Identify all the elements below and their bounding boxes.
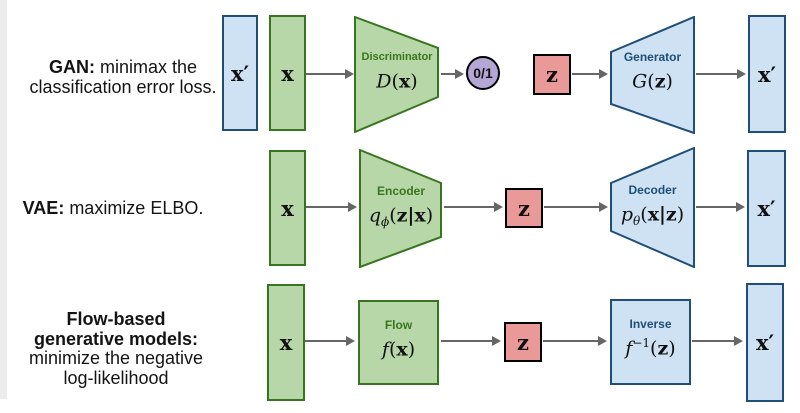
flow-output-x-label: x′ (755, 330, 775, 355)
flow-caption-line4: log-likelihood (63, 367, 169, 388)
flow-z-square: z (504, 322, 542, 362)
discriminator-formula: D(x) (376, 70, 418, 93)
gan-reconstructed-x-label: x′ (230, 60, 250, 86)
flow-box: Flow f(x) (358, 300, 439, 385)
vae-z-square: z (505, 188, 543, 228)
gan-generated-x-label: x′ (757, 61, 777, 87)
vae-input-x-label: x (281, 195, 294, 221)
decoder-title: Decoder (628, 182, 677, 197)
vae-arrow-z-to-decoder (544, 202, 608, 212)
generator-trapezoid (610, 16, 695, 134)
gan-arrow-x-to-discriminator (306, 69, 354, 79)
generator-title: Generator (623, 50, 682, 65)
decoder-label: Decoder pθ(x|z) (610, 147, 695, 268)
gan-caption: GAN: minimax the classification error lo… (15, 57, 231, 97)
vae-z-label: z (518, 195, 530, 221)
vae-output-x-rect: x′ (747, 150, 786, 267)
gan-generated-x-rect: x′ (748, 15, 786, 133)
vae-arrow-encoder-to-z (444, 202, 503, 212)
vae-caption-rest: maximize ELBO. (64, 198, 204, 218)
gan-caption-line2: classification error loss. (29, 76, 217, 97)
vae-arrow-decoder-to-output (696, 202, 745, 212)
gan-output-circle: 0/1 (466, 56, 500, 90)
flow-input-x-rect: x (267, 284, 305, 401)
flow-z-label: z (517, 329, 529, 355)
gan-arrow-z-to-generator (572, 69, 608, 79)
flow-arrow-x-to-flow (305, 336, 355, 346)
vae-input-x-rect: x (269, 150, 306, 266)
vae-caption-bold: VAE: (22, 198, 65, 218)
flow-arrow-inverse-to-output (692, 336, 743, 346)
generator-formula: G(z) (632, 70, 673, 93)
inverse-title: Inverse (629, 317, 672, 332)
flow-caption-line3: minimize the negative (28, 348, 204, 368)
flow-caption-bold2: generative models: (33, 328, 199, 349)
encoder-label: Encoder qϕ(z|x) (359, 149, 443, 268)
generator-label: Generator G(z) (610, 16, 695, 134)
encoder-title: Encoder (376, 183, 425, 198)
gan-z-label: z (546, 62, 558, 87)
flow-title: Flow (384, 317, 413, 332)
inverse-formula: f−1(z) (625, 336, 676, 360)
gan-output-label: 0/1 (473, 65, 493, 81)
vae-caption: VAE: maximize ELBO. (5, 198, 221, 219)
gan-z-square: z (533, 54, 571, 95)
flow-caption-bold1: Flow-based (66, 309, 166, 329)
decoder-trapezoid (610, 147, 695, 268)
discriminator-title: Discriminator (361, 50, 433, 63)
screenshot-edge-strip (0, 0, 7, 399)
flow-output-x-rect: x′ (746, 283, 784, 402)
flow-formula: f(x) (381, 338, 416, 361)
gan-arrow-generator-to-output (696, 69, 746, 79)
gan-input-x-label: x (281, 60, 294, 86)
gan-input-x-rect: x (269, 15, 306, 131)
gan-reconstructed-x-rect: x′ (222, 15, 258, 131)
decoder-formula: pθ(x|z) (620, 203, 685, 229)
vae-output-x-label: x′ (757, 196, 776, 221)
gan-arrow-discriminator-to-output (441, 69, 464, 79)
encoder-trapezoid (359, 149, 442, 268)
vae-arrow-x-to-encoder (306, 202, 357, 212)
flow-arrow-flow-to-z (441, 336, 501, 346)
gan-caption-bold: GAN: (48, 57, 95, 77)
discriminator-trapezoid (354, 16, 439, 133)
discriminator-label: Discriminator D(x) (354, 16, 440, 133)
flow-caption: Flow-based generative models: minimize t… (8, 309, 224, 388)
inverse-box: Inverse f−1(z) (610, 299, 691, 385)
encoder-formula: qϕ(z|x) (368, 204, 434, 230)
gan-caption-rest: minimax the (94, 57, 198, 77)
flow-arrow-z-to-inverse (543, 336, 607, 346)
flow-input-x-label: x (279, 330, 293, 355)
